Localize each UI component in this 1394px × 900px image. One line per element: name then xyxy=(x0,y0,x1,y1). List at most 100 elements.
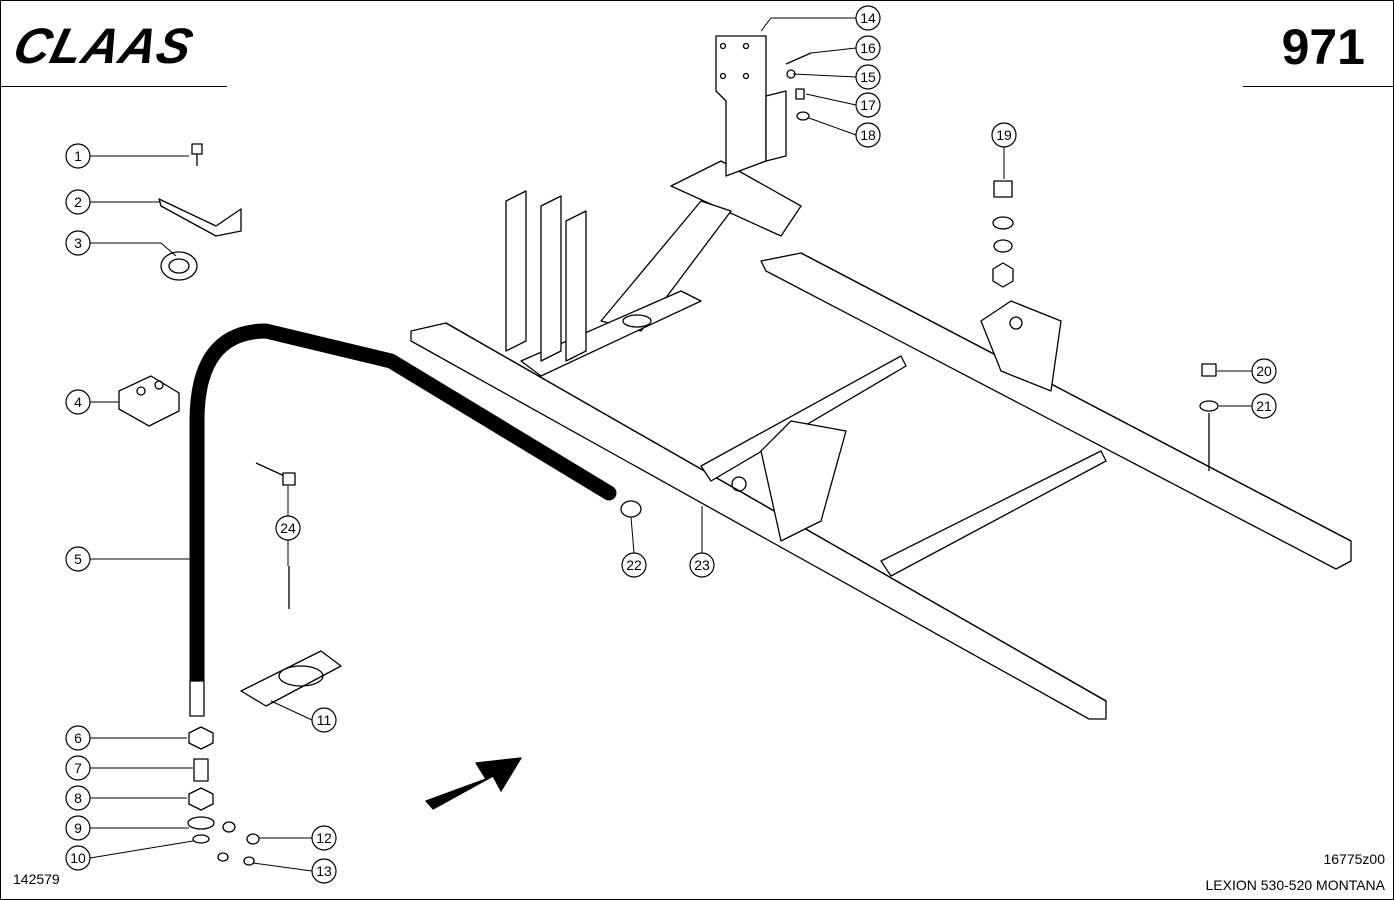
callout-circle xyxy=(855,35,881,61)
callout-6: 6 xyxy=(65,725,91,751)
callout-number: 14 xyxy=(860,10,876,26)
callout-number: 5 xyxy=(74,551,82,567)
mounting-plate-14 xyxy=(715,35,787,177)
callout-number: 22 xyxy=(626,557,642,573)
callout-3: 3 xyxy=(65,230,91,256)
drawing-id: 16775z00 xyxy=(1323,851,1385,867)
callout-number: 7 xyxy=(74,760,82,776)
callout-number: 24 xyxy=(280,520,296,536)
callout-circle xyxy=(855,92,881,118)
callout-number: 23 xyxy=(694,557,710,573)
frame-rail-23 xyxy=(410,160,1352,720)
bolt-1 xyxy=(191,143,203,166)
callout-10: 10 xyxy=(65,845,91,871)
model-name: LEXION 530-520 MONTANA xyxy=(1205,877,1385,893)
callout-number: 18 xyxy=(860,127,876,143)
o-rings-12-13 xyxy=(217,821,260,866)
callout-circle xyxy=(275,515,301,541)
callout-circle xyxy=(65,189,91,215)
callout-8: 8 xyxy=(65,785,91,811)
header-rule-left xyxy=(1,86,227,87)
header-rule-right xyxy=(1243,86,1393,87)
document-number: 142579 xyxy=(13,871,60,887)
callout-2: 2 xyxy=(65,189,91,215)
front-brackets xyxy=(505,190,587,362)
bolt-stack-19 xyxy=(992,180,1014,288)
callout-13: 13 xyxy=(311,858,337,884)
callout-circle xyxy=(311,825,337,851)
callout-number: 8 xyxy=(74,790,82,806)
callout-circle xyxy=(65,143,91,169)
callout-21: 21 xyxy=(1251,393,1277,419)
callout-number: 2 xyxy=(74,194,82,210)
callout-number: 12 xyxy=(316,830,332,846)
callout-circle xyxy=(991,122,1017,148)
callout-7: 7 xyxy=(65,755,91,781)
callout-16: 16 xyxy=(855,35,881,61)
callout-number: 16 xyxy=(860,40,876,56)
callout-circle xyxy=(621,552,647,578)
callout-circle xyxy=(855,64,881,90)
callout-circle xyxy=(65,785,91,811)
callout-22: 22 xyxy=(621,552,647,578)
callout-number: 15 xyxy=(860,69,876,85)
callout-circle xyxy=(65,725,91,751)
hose-fitting xyxy=(189,680,205,717)
callout-circle xyxy=(65,815,91,841)
bolt-24 xyxy=(255,462,296,609)
callout-15: 15 xyxy=(855,64,881,90)
callout-14: 14 xyxy=(855,5,881,31)
callout-number: 11 xyxy=(317,712,332,728)
bolt-20 xyxy=(1199,363,1219,471)
direction-arrow xyxy=(425,757,522,810)
callout-circle xyxy=(65,389,91,415)
callout-number: 9 xyxy=(74,820,82,836)
callout-number: 21 xyxy=(1256,398,1272,414)
callout-24: 24 xyxy=(275,515,301,541)
callout-circle xyxy=(311,858,337,884)
clamp-11 xyxy=(240,650,342,707)
callout-number: 3 xyxy=(74,235,82,251)
callout-12: 12 xyxy=(311,825,337,851)
callout-5: 5 xyxy=(65,546,91,572)
callout-17: 17 xyxy=(855,92,881,118)
callout-number: 4 xyxy=(74,394,82,410)
callout-circle xyxy=(65,230,91,256)
callout-19: 19 xyxy=(991,122,1017,148)
clamp-3 xyxy=(160,251,198,281)
callout-number: 17 xyxy=(860,97,876,113)
callout-number: 1 xyxy=(74,148,82,164)
callout-9: 9 xyxy=(65,815,91,841)
callout-circle xyxy=(65,845,91,871)
clamp-block-4 xyxy=(118,375,180,427)
callout-number: 19 xyxy=(996,127,1012,143)
callout-number: 10 xyxy=(70,850,86,866)
callout-11: 11 xyxy=(311,707,337,733)
callout-20: 20 xyxy=(1251,358,1277,384)
bolts-15-18 xyxy=(785,52,812,121)
callout-number: 6 xyxy=(74,730,82,746)
callout-circle xyxy=(65,546,91,572)
callout-number: 13 xyxy=(316,863,332,879)
rear-support-bracket xyxy=(731,300,1062,542)
callout-1: 1 xyxy=(65,143,91,169)
callout-circle xyxy=(855,122,881,148)
callout-circle xyxy=(65,755,91,781)
hose-clamp-22 xyxy=(620,500,642,518)
bracket-2 xyxy=(158,198,242,237)
callout-circle xyxy=(1251,393,1277,419)
leader-lines xyxy=(89,17,1252,872)
callout-23: 23 xyxy=(689,552,715,578)
callout-number: 20 xyxy=(1256,363,1272,379)
cross-members xyxy=(520,200,1107,577)
callout-4: 4 xyxy=(65,389,91,415)
callout-circle xyxy=(855,5,881,31)
fittings-6-10 xyxy=(187,726,215,844)
callout-18: 18 xyxy=(855,122,881,148)
callout-circle xyxy=(689,552,715,578)
page-number: 971 xyxy=(1281,19,1365,75)
callout-circle xyxy=(311,707,337,733)
